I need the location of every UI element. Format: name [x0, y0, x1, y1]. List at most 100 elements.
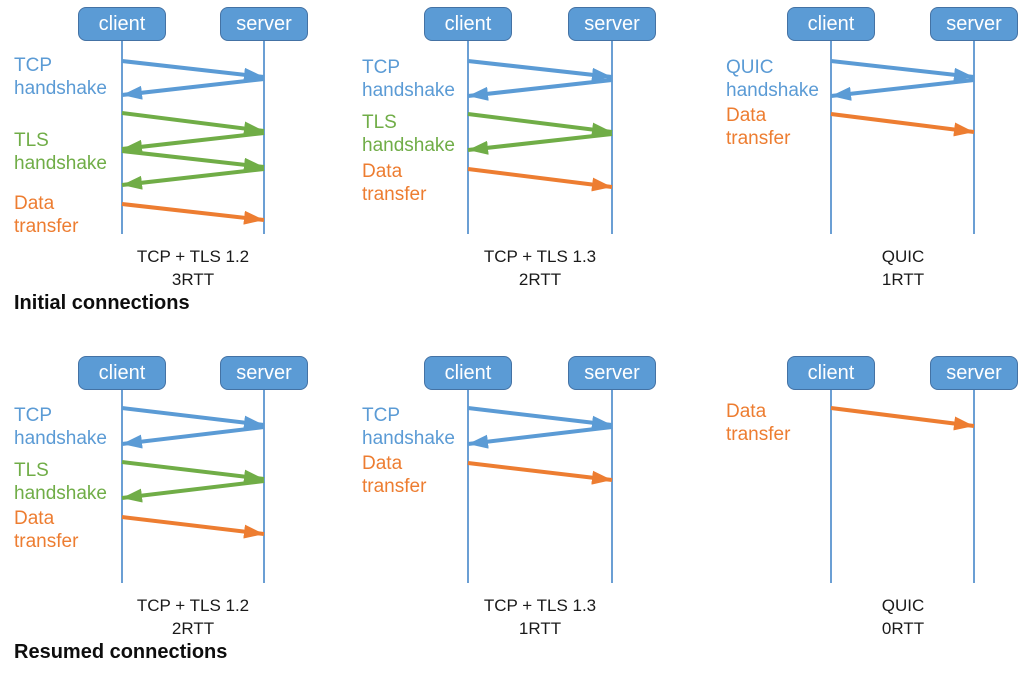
protocol-name: TCP + TLS 1.2: [136, 247, 250, 266]
client-box-label: client: [98, 13, 146, 35]
client-box: client: [787, 7, 875, 41]
rtt-count: 3RTT: [171, 270, 215, 289]
client-lifeline: [467, 390, 469, 583]
message-arrow-tls-handshake: [121, 131, 265, 154]
protocol-name: TCP + TLS 1.3: [483, 596, 597, 615]
server-box: server: [220, 7, 308, 41]
message-arrow-tcp-handshake: [467, 406, 613, 430]
phase-label-line: transfer: [362, 476, 427, 497]
client-box-label: client: [98, 362, 146, 384]
phase-label-line: Data: [14, 508, 55, 529]
message-arrow-tls-handshake: [121, 167, 265, 190]
section-title-initial-connections: Initial connections: [14, 292, 190, 314]
phase-label-line: Data: [14, 193, 55, 214]
phase-label-line: TCP: [14, 405, 52, 426]
client-lifeline: [830, 390, 832, 583]
client-box-label: client: [807, 13, 855, 35]
server-lifeline: [611, 390, 613, 583]
message-arrow-tcp-handshake: [467, 59, 613, 82]
protocol-name: QUIC: [881, 596, 925, 615]
message-arrow-quic-handshake: [830, 78, 975, 101]
phase-label-line: handshake: [362, 428, 455, 449]
protocol-name: TCP + TLS 1.3: [483, 247, 597, 266]
message-arrow-data-transfer: [467, 461, 613, 485]
phase-label-line: handshake: [362, 80, 455, 101]
message-arrow-tcp-handshake: [467, 425, 613, 449]
phase-label-line: transfer: [726, 128, 791, 149]
phase-label-line: TCP: [14, 55, 52, 76]
phase-label-line: TCP: [362, 57, 400, 78]
client-box-label: client: [444, 362, 492, 384]
message-arrow-tcp-handshake: [121, 59, 265, 82]
message-arrow-tls-handshake: [121, 149, 265, 172]
rtt-count: 1RTT: [518, 619, 562, 638]
client-box: client: [78, 356, 166, 390]
message-arrow-tls-handshake: [121, 479, 265, 503]
client-lifeline: [121, 41, 123, 234]
message-arrow-tls-handshake: [467, 112, 613, 137]
phase-label-line: Data: [362, 161, 403, 182]
server-box: server: [568, 7, 656, 41]
server-box: server: [568, 356, 656, 390]
rtt-count: 1RTT: [881, 270, 925, 289]
phase-label-line: handshake: [14, 78, 107, 99]
phase-label-line: TCP: [362, 405, 400, 426]
panel-caption: QUIC 1RTT: [793, 245, 1013, 291]
phase-label-line: handshake: [14, 428, 107, 449]
protocol-name: QUIC: [881, 247, 925, 266]
client-box: client: [787, 356, 875, 390]
server-box-label: server: [584, 362, 640, 384]
server-box-label: server: [236, 13, 292, 35]
message-arrow-tcp-handshake: [121, 425, 265, 449]
panel-caption: TCP + TLS 1.3 2RTT: [430, 245, 650, 291]
message-arrow-data-transfer: [830, 406, 975, 431]
client-lifeline: [467, 41, 469, 234]
phase-label-line: Data: [362, 453, 403, 474]
rtt-count: 2RTT: [518, 270, 562, 289]
phase-label-line: Data: [726, 105, 767, 126]
server-lifeline: [263, 390, 265, 583]
server-box: server: [220, 356, 308, 390]
client-box-label: client: [444, 13, 492, 35]
message-arrow-data-transfer: [830, 112, 975, 137]
message-arrow-data-transfer: [121, 202, 265, 225]
phase-label-line: handshake: [14, 153, 107, 174]
server-lifeline: [973, 41, 975, 234]
server-box-label: server: [584, 13, 640, 35]
client-box-label: client: [807, 362, 855, 384]
panel-caption: TCP + TLS 1.3 1RTT: [430, 594, 650, 640]
message-arrow-tcp-handshake: [467, 78, 613, 101]
phase-label-line: transfer: [362, 184, 427, 205]
phase-label-line: handshake: [362, 135, 455, 156]
client-box: client: [78, 7, 166, 41]
rtt-count: 0RTT: [881, 619, 925, 638]
message-arrow-data-transfer: [467, 167, 613, 192]
message-arrow-tcp-handshake: [121, 77, 265, 100]
phase-label-line: transfer: [14, 531, 79, 552]
phase-label-line: TLS: [14, 130, 49, 151]
phase-label-line: transfer: [726, 424, 791, 445]
client-box: client: [424, 7, 512, 41]
server-box: server: [930, 356, 1018, 390]
panel-caption: QUIC 0RTT: [793, 594, 1013, 640]
server-box-label: server: [946, 13, 1002, 35]
phase-label-line: handshake: [726, 80, 819, 101]
panel-caption: TCP + TLS 1.2 3RTT: [83, 245, 303, 291]
phase-label-line: handshake: [14, 483, 107, 504]
section-title-resumed-connections: Resumed connections: [14, 641, 228, 663]
message-arrow-data-transfer: [121, 515, 265, 539]
server-box: server: [930, 7, 1018, 41]
server-lifeline: [973, 390, 975, 583]
client-box: client: [424, 356, 512, 390]
